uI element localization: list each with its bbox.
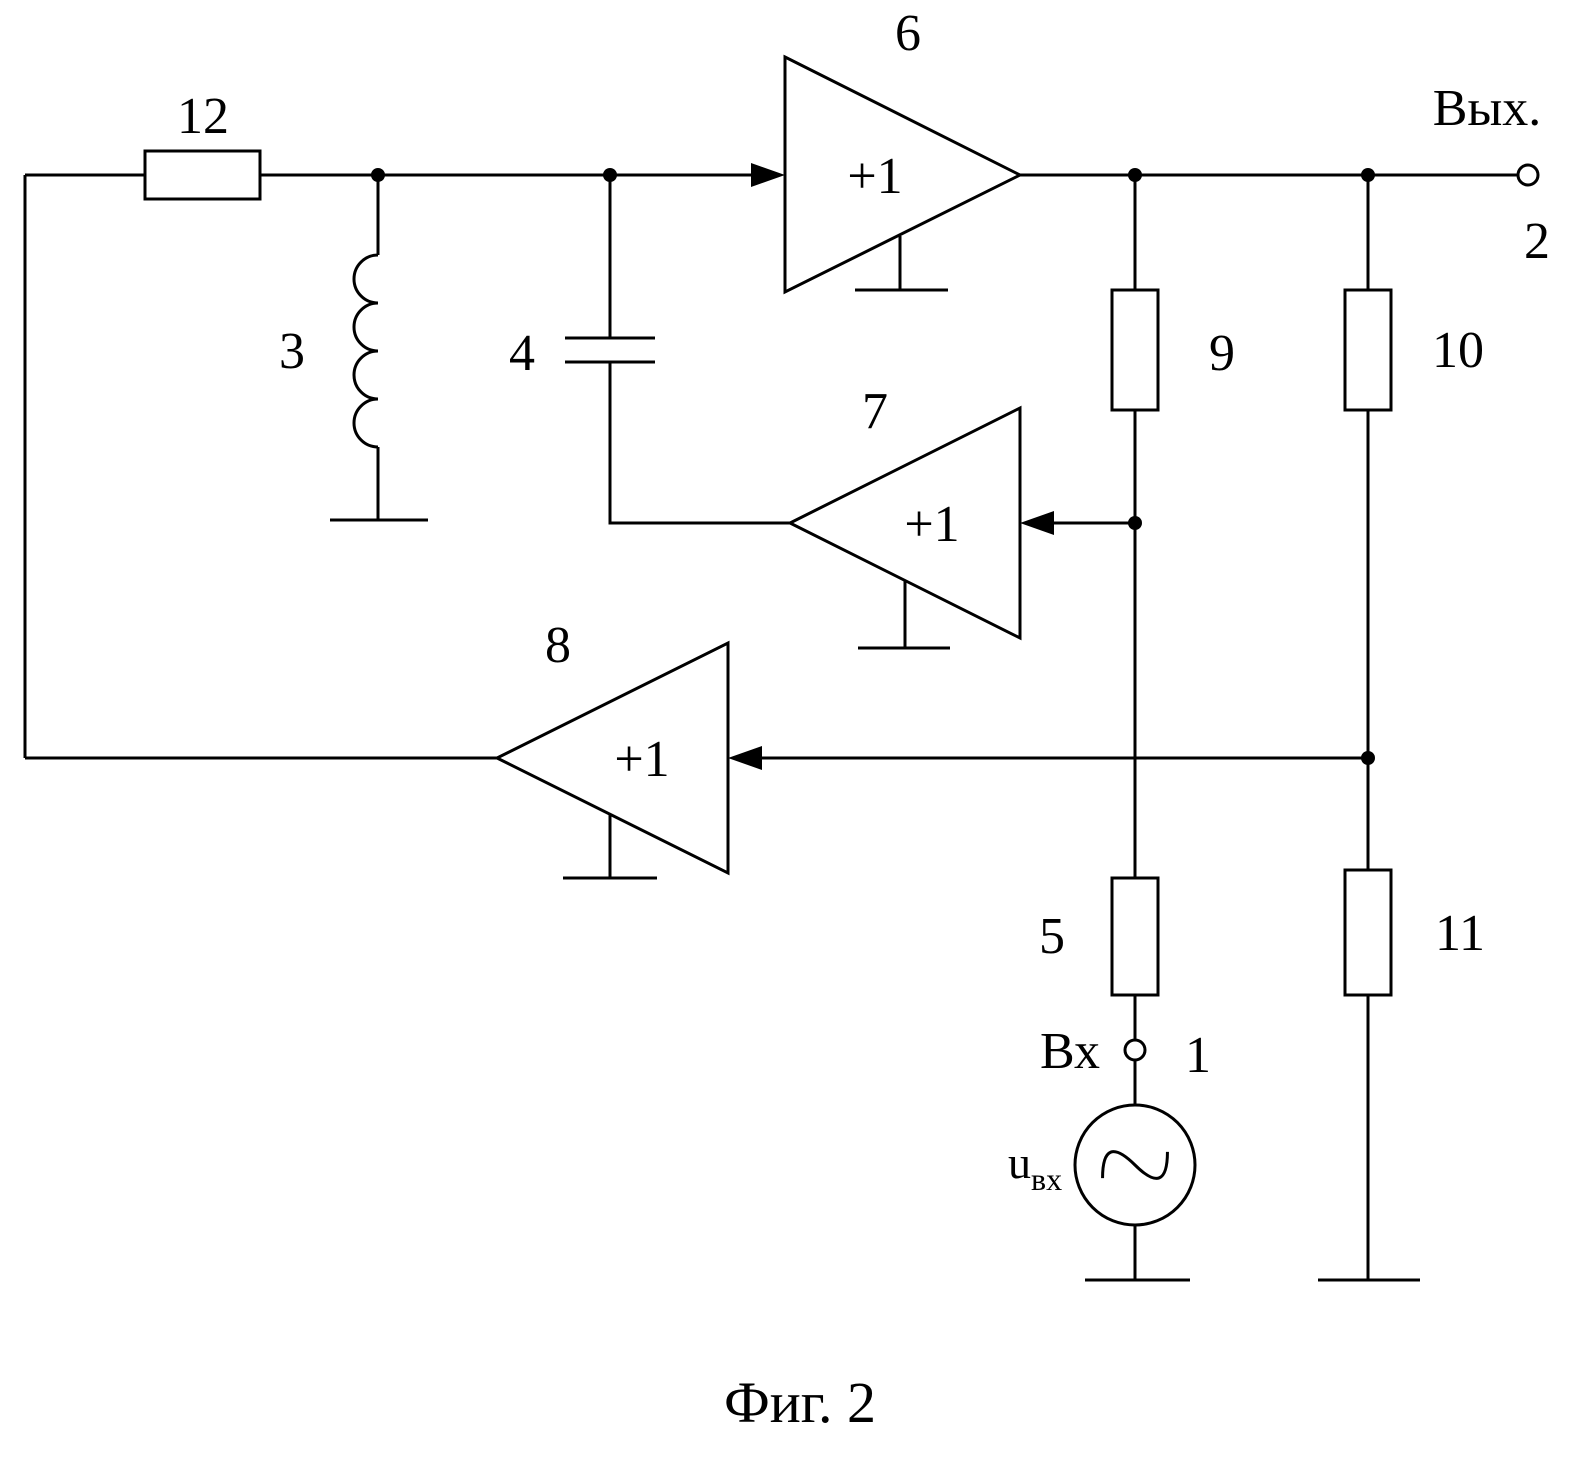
- inductor-3: [352, 253, 379, 449]
- label-resistor-12: 12: [177, 88, 229, 145]
- buffer-amp-6: [783, 54, 1024, 295]
- gain-label-amp8: +1: [614, 731, 669, 788]
- label-inductor-3: 3: [279, 323, 305, 380]
- junction-dot: [1128, 516, 1142, 530]
- resistor-5: [1110, 876, 1160, 997]
- junction-dot: [371, 168, 385, 182]
- source-label-sub: вх: [1031, 1161, 1062, 1197]
- resistor-11: [1343, 868, 1393, 997]
- output-label: Вых.: [1433, 80, 1542, 137]
- label-resistor-11: 11: [1435, 905, 1485, 962]
- ground-icon-amp8: [563, 815, 657, 880]
- label-resistor-10: 10: [1432, 322, 1484, 379]
- arrowhead-into-amp6: [751, 163, 785, 187]
- source-label: uвх: [1008, 1137, 1062, 1197]
- output-node-number: 2: [1524, 213, 1550, 270]
- resistor-12: [143, 149, 262, 201]
- junction-dot: [1361, 168, 1375, 182]
- label-amp-7: 7: [862, 383, 888, 440]
- resistor-9: [1110, 288, 1160, 412]
- gain-label-amp7: +1: [904, 496, 959, 553]
- gain-label-amp6: +1: [847, 148, 902, 205]
- source-label-main: u: [1008, 1137, 1031, 1188]
- figure-caption: Фиг. 2: [724, 1370, 876, 1435]
- label-amp-8: 8: [545, 617, 571, 674]
- wire: [608, 362, 790, 525]
- output-terminal: [1516, 163, 1540, 187]
- junction-dot: [1361, 751, 1375, 765]
- buffer-amp-7: [786, 405, 1022, 641]
- sine-wave-icon: [1101, 1150, 1169, 1180]
- buffer-amp-8: [493, 640, 730, 876]
- input-label: Вх: [1040, 1023, 1100, 1080]
- arrowhead-into-amp8: [728, 746, 762, 770]
- label-resistor-5: 5: [1039, 908, 1065, 965]
- arrowhead-into-amp7: [1020, 511, 1054, 535]
- resistor-10: [1343, 288, 1393, 412]
- input-node-number: 1: [1185, 1027, 1211, 1084]
- ground-icon-amp7: [858, 581, 950, 650]
- junction-dot: [603, 168, 617, 182]
- label-resistor-9: 9: [1209, 325, 1235, 382]
- label-capacitor-4: 4: [509, 325, 535, 382]
- ground-icon-amp6: [855, 236, 948, 292]
- junction-dot: [1128, 168, 1142, 182]
- input-terminal: [1123, 1038, 1147, 1062]
- label-amp-6: 6: [895, 5, 921, 62]
